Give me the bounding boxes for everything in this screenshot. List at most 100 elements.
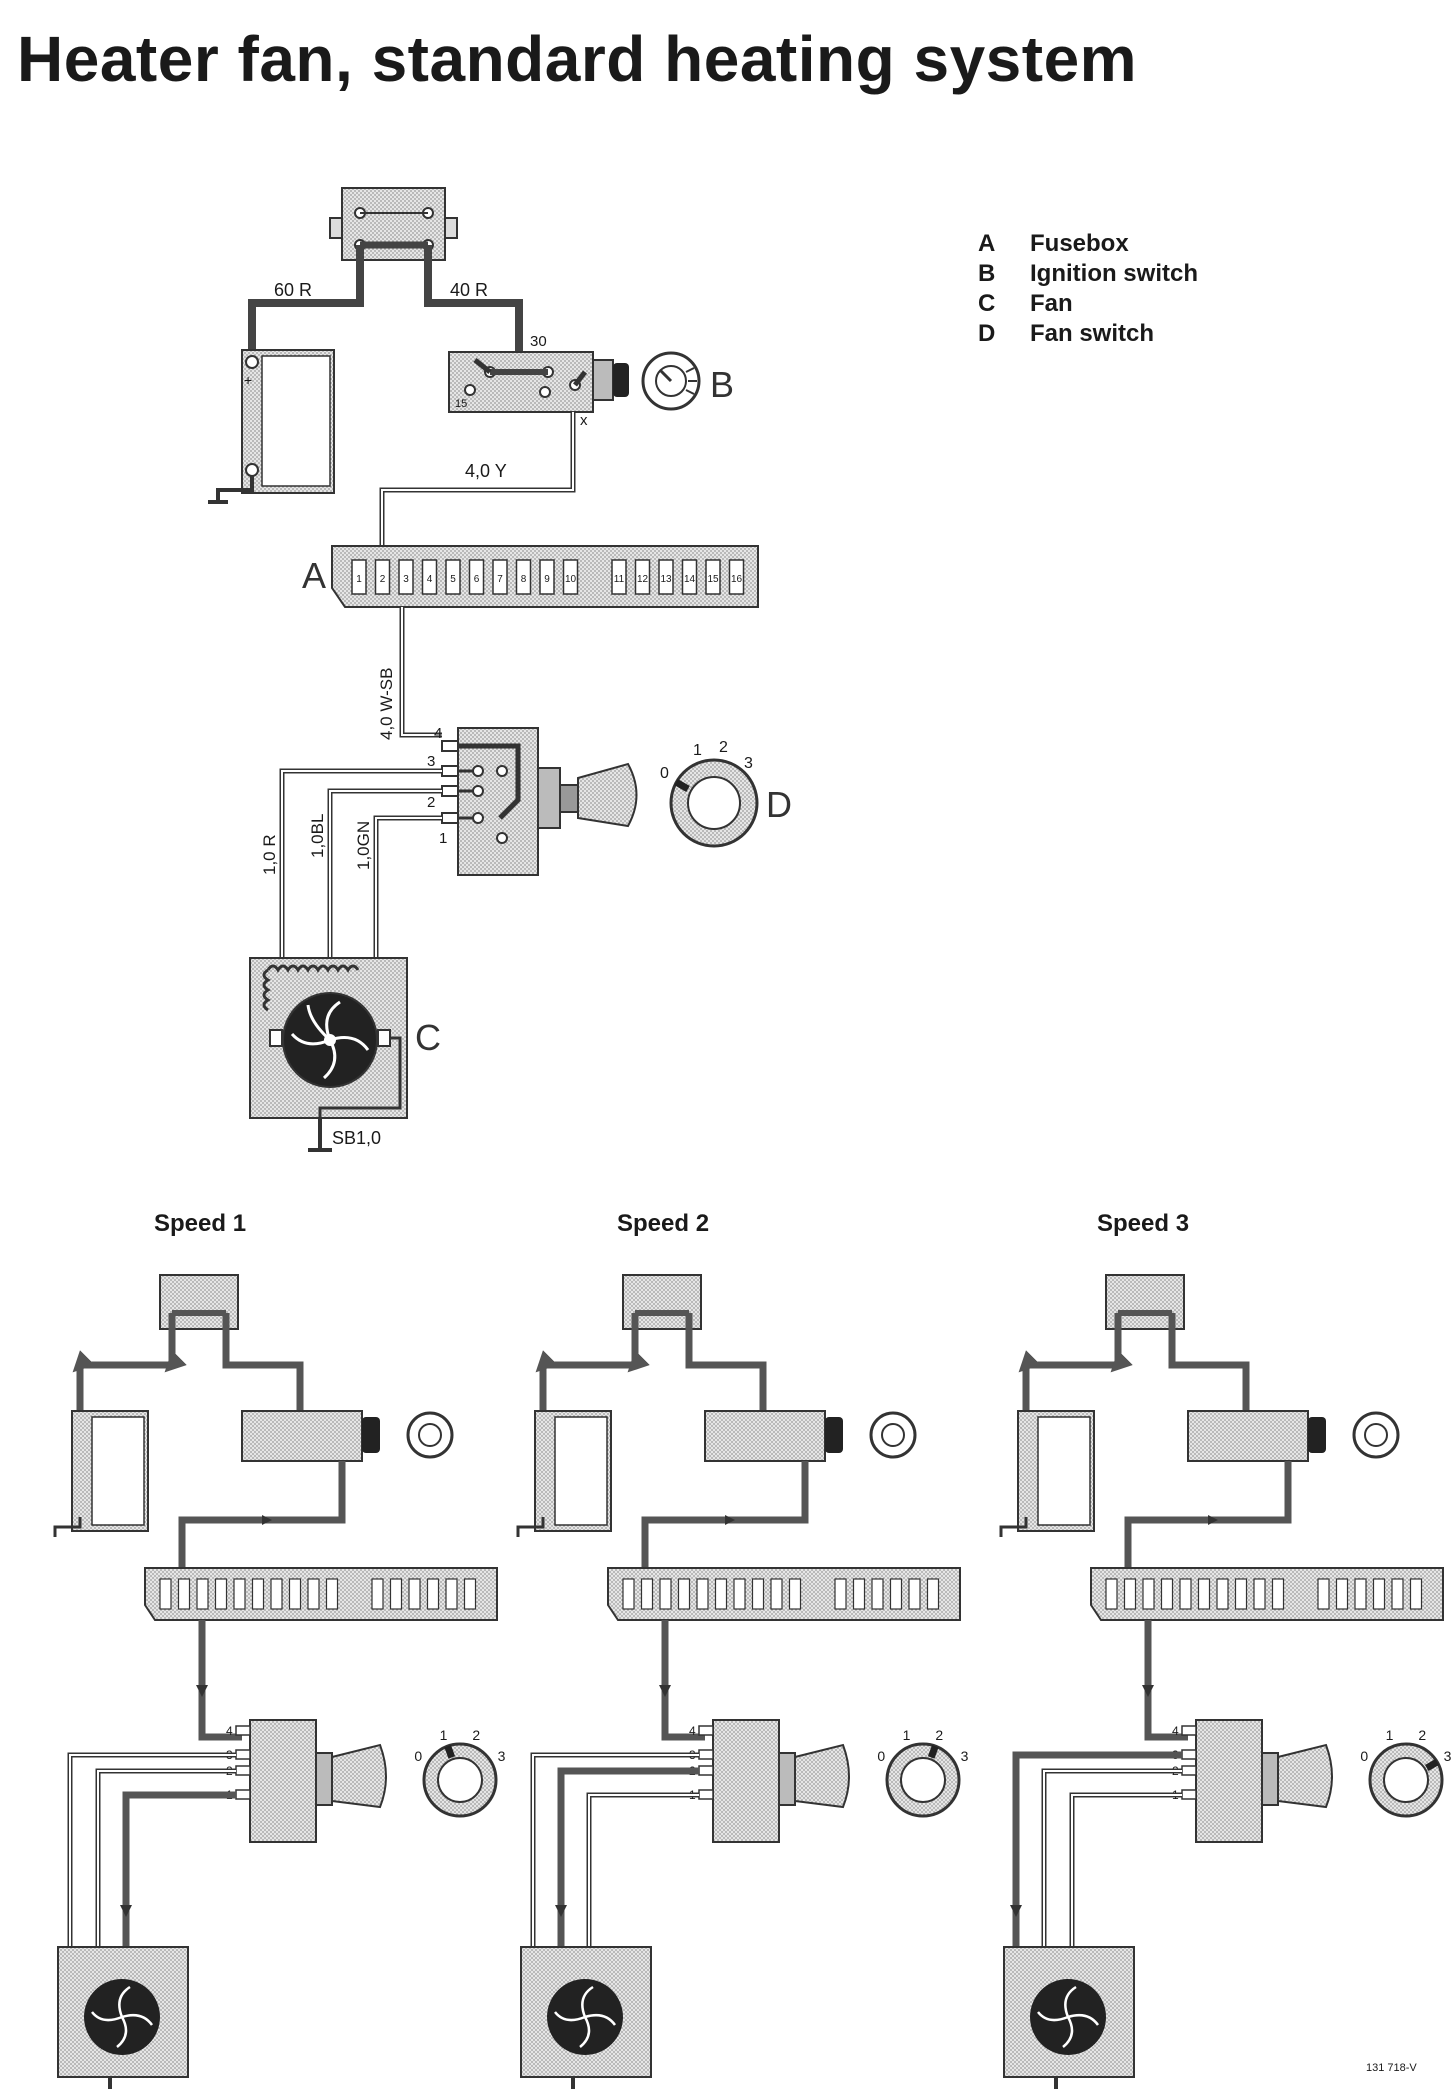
fuse-number: 1 bbox=[356, 574, 362, 585]
legend-label: Fusebox bbox=[1030, 230, 1129, 257]
fuse: 3 bbox=[398, 559, 414, 595]
ignition-switch: 30 15 x bbox=[448, 333, 629, 429]
switch-position-4: 4 bbox=[434, 725, 442, 742]
fan-wire bbox=[557, 1767, 699, 1955]
power-wire bbox=[198, 1620, 242, 1741]
fan-switch-knob-icon: 0 1 2 3 bbox=[660, 739, 759, 848]
switch-terminal bbox=[235, 1725, 251, 1736]
switch-terminal bbox=[1181, 1725, 1197, 1736]
knob-position-0: 0 bbox=[414, 1748, 422, 1764]
fuse-number: 6 bbox=[474, 574, 480, 585]
switch-terminal bbox=[235, 1789, 251, 1800]
fuse-number: 14 bbox=[684, 574, 696, 585]
fuse bbox=[640, 1578, 654, 1610]
switch-position-4: 4 bbox=[689, 1724, 696, 1738]
flow-arrow-icon bbox=[1208, 1515, 1218, 1525]
switch-terminal bbox=[698, 1725, 714, 1736]
main-diagram: 60 R 40 R + 30 15 x bbox=[208, 187, 792, 1152]
component-label-d: D bbox=[766, 784, 792, 825]
knob-position-3: 3 bbox=[744, 755, 753, 772]
fuse: 7 bbox=[492, 559, 508, 595]
fan-switch bbox=[712, 1719, 780, 1843]
fuse bbox=[1253, 1578, 1266, 1610]
fuse bbox=[1234, 1578, 1248, 1610]
fuse: 8 bbox=[515, 559, 532, 595]
switch-terminal bbox=[698, 1789, 714, 1800]
fan: SB1,0 bbox=[249, 957, 408, 1152]
fuse: 5 bbox=[445, 559, 461, 595]
switch-position-3: 3 bbox=[427, 753, 435, 770]
fuse bbox=[288, 1578, 302, 1610]
flow-arrow-icon bbox=[555, 1905, 567, 1917]
fuse-number: 13 bbox=[660, 574, 672, 585]
switch-terminal bbox=[1181, 1789, 1197, 1800]
fuse-number: 16 bbox=[731, 574, 743, 585]
fan-wire bbox=[1012, 1751, 1182, 1955]
fuse: 1 bbox=[351, 559, 367, 595]
fuse: 9 bbox=[539, 559, 555, 595]
fuse bbox=[307, 1578, 320, 1610]
legend-row-ignition-switch: B Ignition switch bbox=[978, 259, 1198, 289]
switch-terminal bbox=[1181, 1749, 1197, 1760]
wire-label-sb: SB1,0 bbox=[332, 1128, 381, 1148]
knob-position-3: 3 bbox=[498, 1748, 506, 1764]
fuse-number: 15 bbox=[707, 574, 719, 585]
fuse: 15 bbox=[705, 559, 721, 595]
fuse-number: 2 bbox=[380, 574, 386, 585]
fuse bbox=[1335, 1578, 1349, 1610]
speed-3-title: Speed 3 bbox=[1097, 1210, 1190, 1237]
flow-arrow-icon bbox=[262, 1515, 272, 1525]
fuse bbox=[270, 1578, 283, 1610]
knob-position-2: 2 bbox=[1418, 1727, 1426, 1743]
flow-arrow-icon bbox=[725, 1515, 735, 1525]
fan-blades-icon bbox=[554, 1985, 617, 2048]
power-wire bbox=[661, 1620, 705, 1741]
fuse bbox=[159, 1578, 172, 1610]
fuse bbox=[677, 1578, 691, 1610]
fan-switch: 4 3 2 1 bbox=[427, 725, 638, 876]
fan-switch bbox=[1195, 1719, 1263, 1843]
fuse bbox=[408, 1578, 421, 1610]
knob-position-1: 1 bbox=[440, 1727, 448, 1743]
fuse bbox=[908, 1578, 921, 1610]
fuse bbox=[214, 1578, 228, 1610]
fuse bbox=[1142, 1578, 1155, 1610]
power-wire bbox=[222, 1313, 304, 1413]
legend-row-fan-switch: D Fan switch bbox=[978, 319, 1198, 349]
flow-arrow-icon bbox=[1142, 1685, 1154, 1697]
power-wire bbox=[685, 1313, 767, 1413]
fuse-number: 7 bbox=[497, 574, 503, 585]
fan-blades-icon bbox=[91, 1985, 154, 2048]
fuse bbox=[751, 1578, 765, 1610]
switch-position-4: 4 bbox=[1172, 1724, 1179, 1738]
wire-label-4wsb: 4,0 W-SB bbox=[377, 668, 396, 740]
flow-arrow-icon bbox=[196, 1685, 208, 1697]
knob-position-0: 0 bbox=[1360, 1748, 1368, 1764]
legend-row-fan: C Fan bbox=[978, 289, 1198, 319]
fuse-number: 10 bbox=[565, 574, 577, 585]
legend-key: C bbox=[978, 290, 996, 317]
wire-label-1bl: 1,0BL bbox=[308, 814, 327, 858]
switch-terminal bbox=[235, 1749, 251, 1760]
fuse bbox=[659, 1578, 672, 1610]
fuse bbox=[1197, 1578, 1211, 1610]
fuse-number: 8 bbox=[521, 574, 527, 585]
fuse: 13 bbox=[658, 559, 674, 595]
terminal-15: 15 bbox=[455, 398, 467, 410]
fuse: 2 bbox=[374, 559, 391, 595]
legend-label: Ignition switch bbox=[1030, 260, 1198, 287]
fuse bbox=[1179, 1578, 1192, 1610]
fuse bbox=[1160, 1578, 1174, 1610]
fuse-number: 5 bbox=[450, 574, 456, 585]
fuse bbox=[251, 1578, 265, 1610]
component-label-a: A bbox=[302, 555, 326, 596]
switch-position-2: 2 bbox=[427, 794, 435, 811]
ignition-switch bbox=[241, 1410, 363, 1462]
